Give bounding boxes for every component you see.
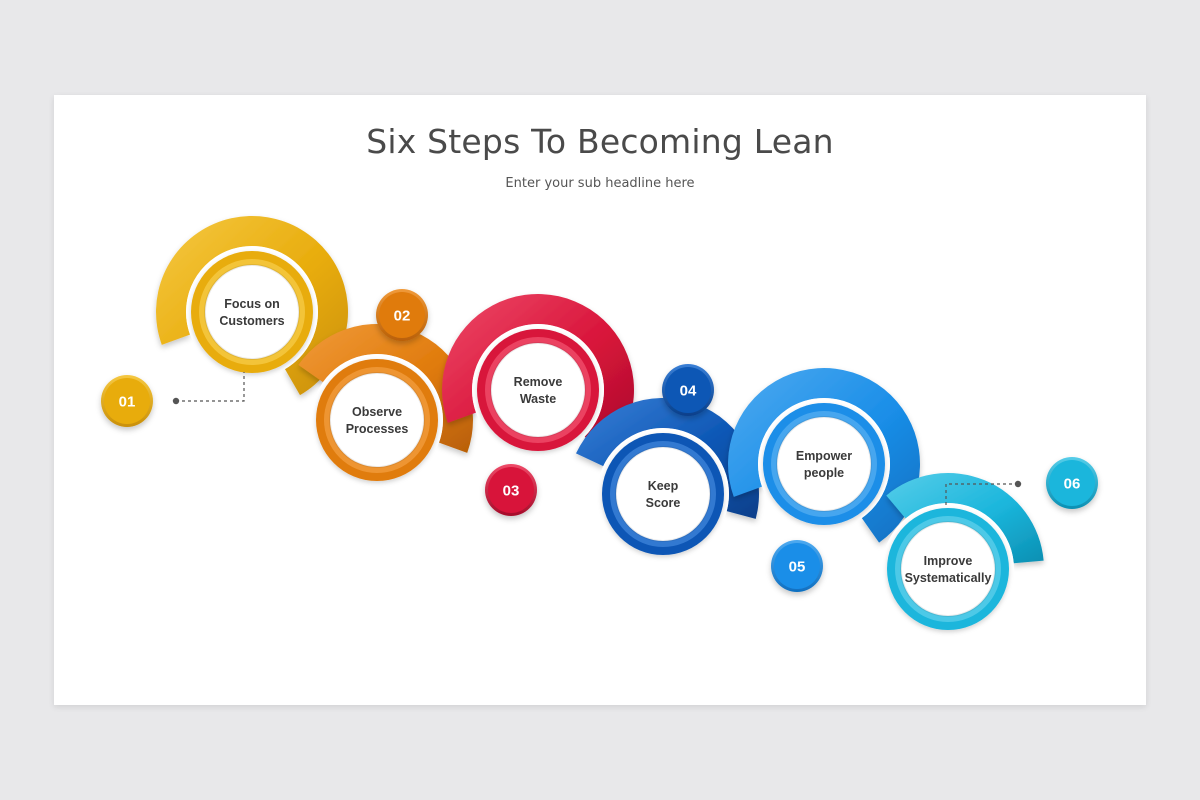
step-5-label-line2: people (804, 466, 844, 480)
step-6-label-line1: Improve (924, 554, 973, 568)
step-1-number: 01 (119, 394, 136, 411)
step-1-number-badge: 01 (101, 375, 153, 427)
step-6-number-badge: 06 (1046, 457, 1098, 509)
step-5-number-badge: 05 (771, 540, 823, 592)
step-3-number: 03 (503, 483, 520, 500)
connector-01 (176, 372, 245, 402)
step-4-number-badge: 04 (662, 364, 714, 416)
step-1-label-line2: Customers (219, 314, 284, 328)
step-1-node: Focus on Customers (186, 246, 318, 378)
step-2-number: 02 (394, 308, 411, 325)
connector-06 (945, 483, 1018, 508)
step-4-label-line2: Score (646, 496, 681, 510)
page-title: Six Steps To Becoming Lean (366, 122, 834, 161)
step-5-node: Empower people (758, 398, 890, 530)
step-4-label-line1: Keep (648, 479, 679, 493)
connector-01-dot (172, 397, 180, 405)
step-2-ring-arc (298, 324, 473, 453)
step-4-number: 04 (680, 383, 697, 400)
page-subtitle: Enter your sub headline here (505, 176, 695, 191)
step-3-label-line1: Remove (514, 375, 563, 389)
step-1-label-line1: Focus on (224, 297, 280, 311)
step-6-ring-arc (886, 473, 1044, 564)
step-3-label-line2: Waste (520, 392, 556, 406)
step-3-ring-arc (442, 294, 635, 458)
step-1-ring-arc (156, 216, 348, 396)
step-6-number: 06 (1064, 476, 1081, 493)
step-4-ring-arc (575, 397, 760, 519)
step-6-label-line2: Systematically (905, 571, 992, 585)
step-5-number: 05 (789, 559, 806, 576)
step-2-label-line2: Processes (346, 422, 409, 436)
step-5-label-line1: Empower (796, 449, 852, 463)
connector-06-dot (1014, 480, 1022, 488)
step-2-number-badge: 02 (376, 289, 428, 341)
step-2-label-line1: Observe (352, 405, 402, 419)
step-5-ring-arc (728, 368, 920, 543)
step-3-number-badge: 03 (485, 464, 537, 516)
